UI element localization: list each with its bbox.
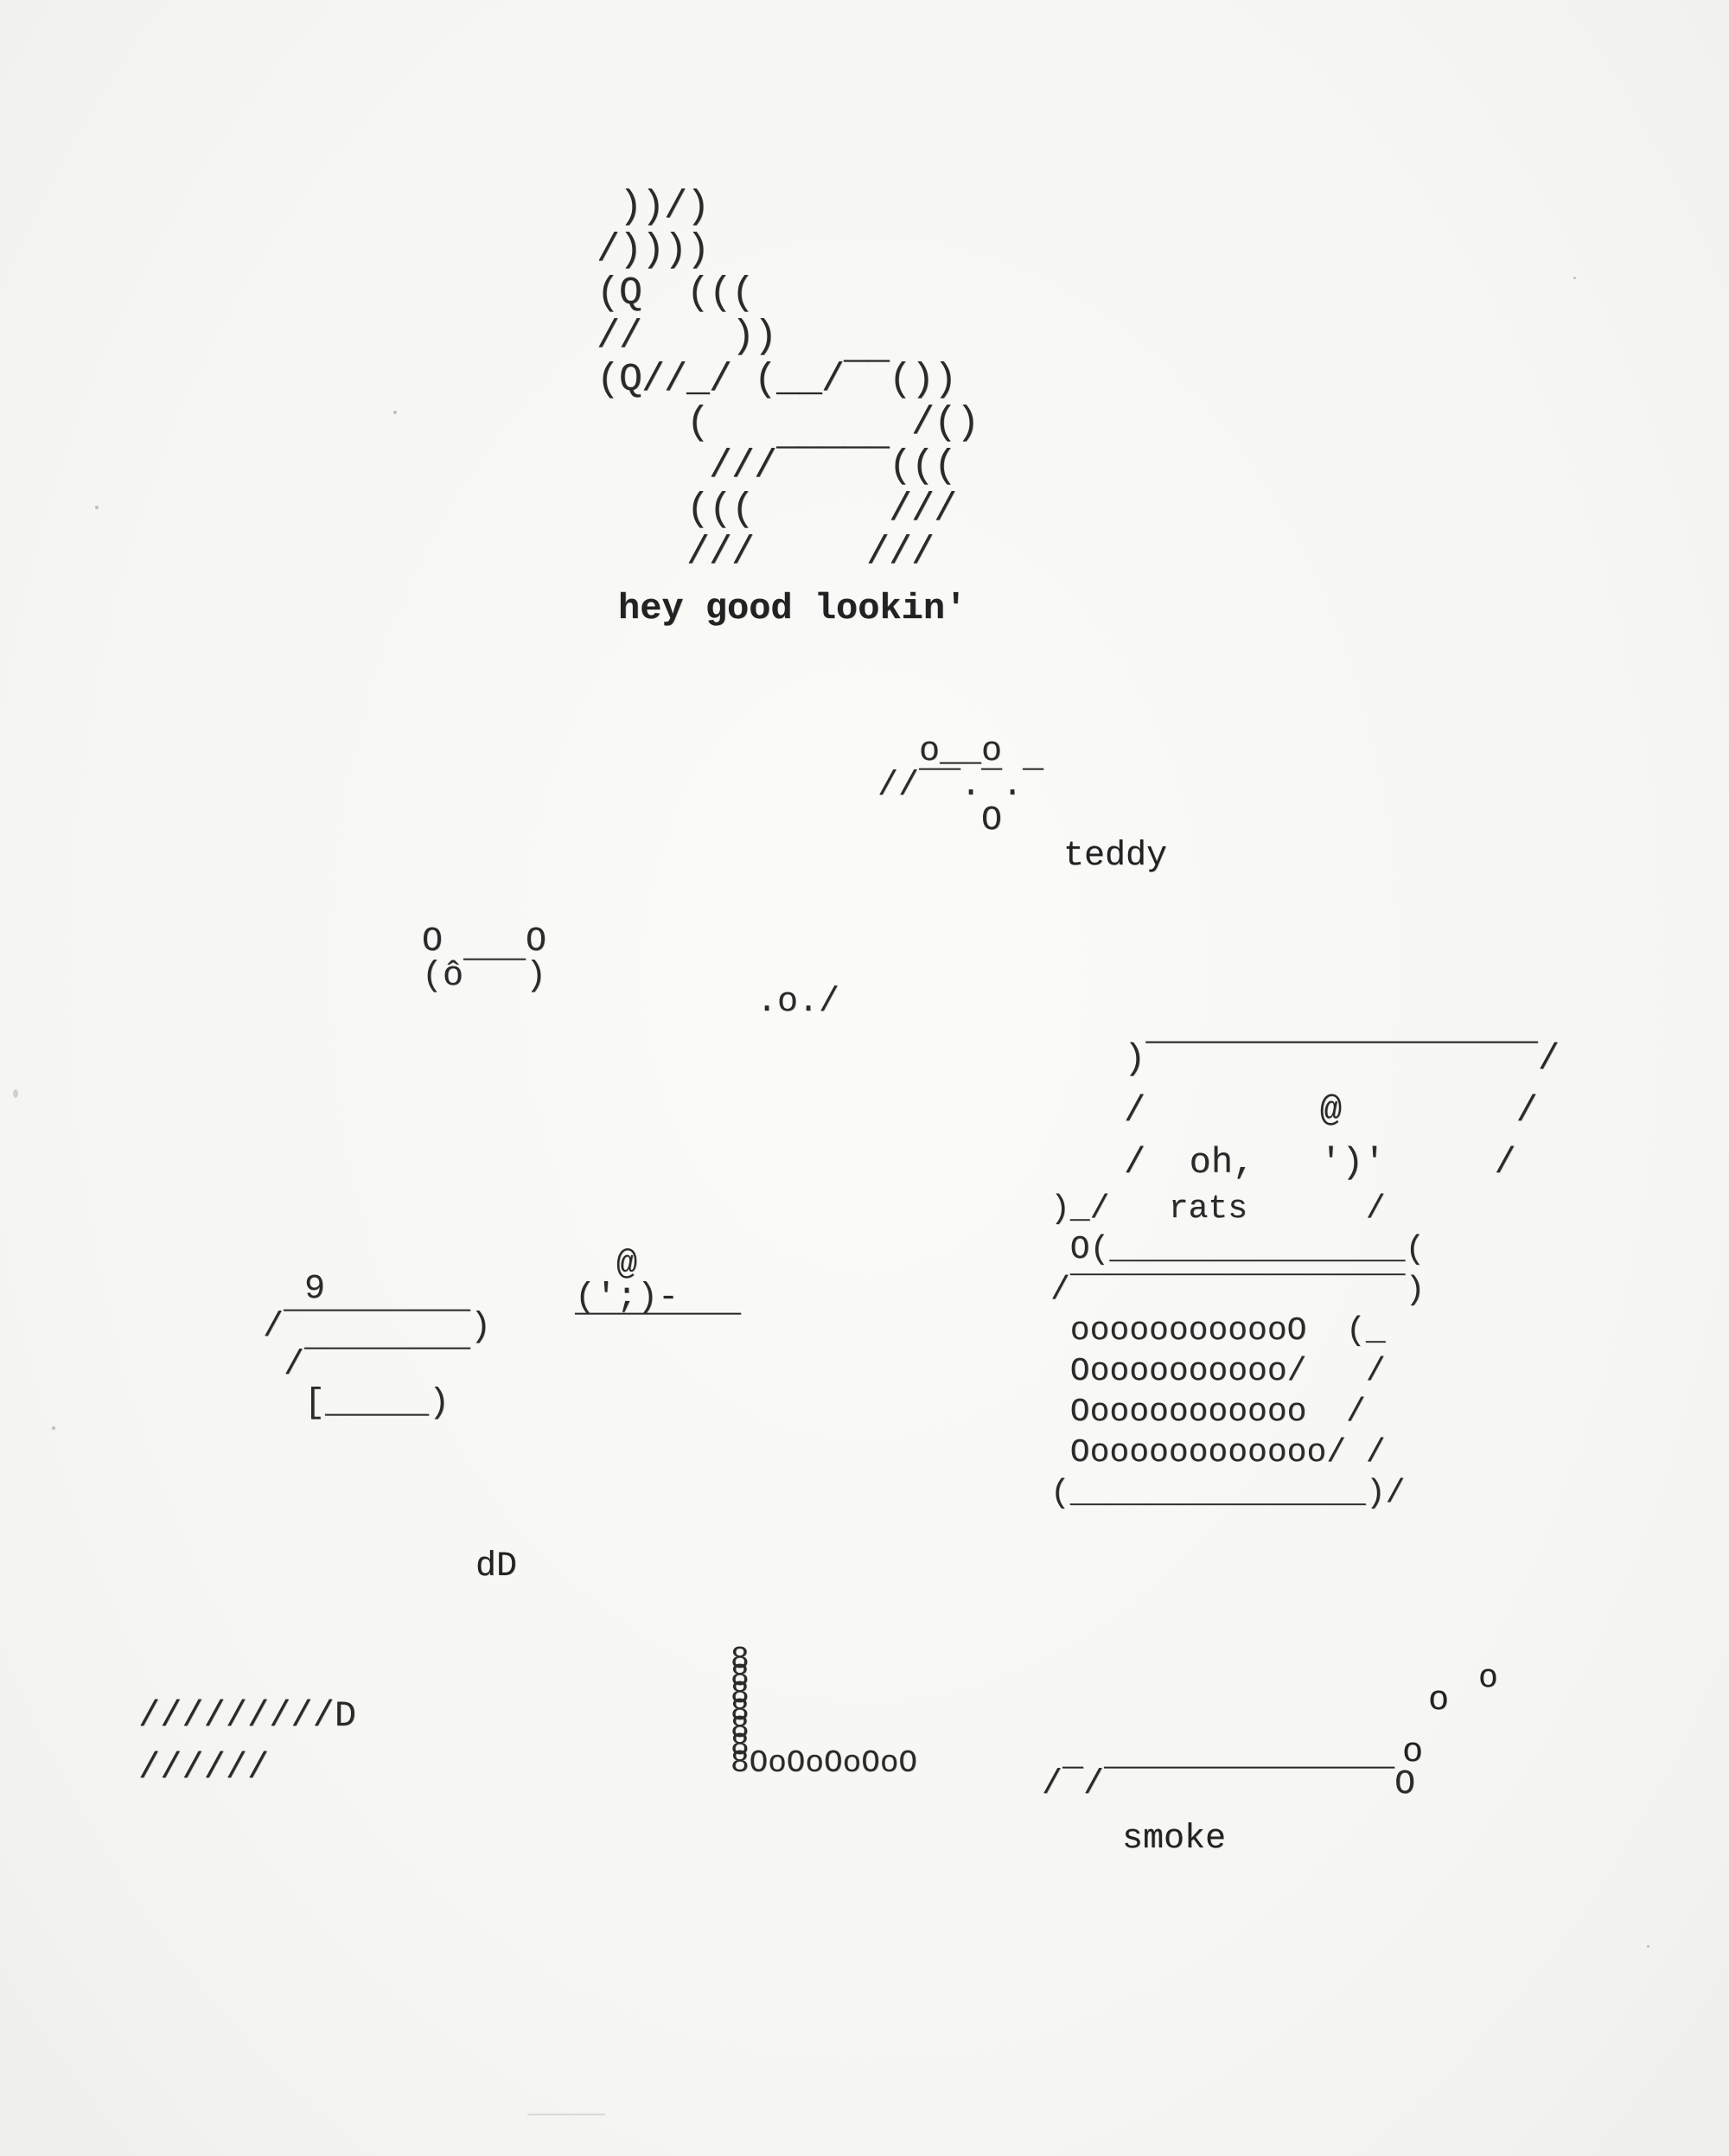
paper-speck (95, 506, 99, 509)
cup-ascii-art: 9 /‾‾‾‾‾‾‾‾‾) /‾‾‾‾‾‾‾‾ [_____) (263, 1270, 492, 1423)
teddy-ascii-art: o__o //‾‾.‾.‾ O (877, 732, 1044, 840)
paper-speck (393, 411, 397, 414)
dd-label: dD (475, 1547, 518, 1586)
typewriter-body-ascii-art: )_/ rats / O(_______________( /‾‾‾‾‾‾‾‾‾… (1050, 1190, 1426, 1512)
paper-speck (13, 1089, 18, 1098)
teddy-caption: teddy (1063, 837, 1168, 876)
small-face-ascii-art: .o./ (756, 983, 840, 1022)
smoke-caption: smoke (1122, 1820, 1227, 1859)
slash-stack-ascii-art: /////////D ////// (138, 1695, 357, 1789)
paper-speck (527, 2114, 605, 2115)
smoke-puff-1: o (1402, 1733, 1424, 1772)
cigarette-ascii-art: /‾/‾‾‾‾‾‾‾‾‾‾‾‾‾‾O (1042, 1765, 1416, 1804)
abacus-ascii-art: 8 8 8 8 8 8 8OoOoOoOoO (731, 1642, 918, 1781)
paper-speck (1647, 1945, 1649, 1948)
paper-speck (1573, 277, 1576, 279)
paper-speck (52, 1426, 55, 1430)
bear-face-ascii-art: O O (ô‾‾‾) (422, 922, 547, 996)
typewriter-top-ascii-art: )‾‾‾‾‾‾‾‾‾‾‾‾‾‾‾‾‾‾/ / @ / / oh, ')' / (1124, 1038, 1560, 1183)
small-figure-ascii-art: @ (';)- ‾‾‾‾‾‾‾‾ (575, 1246, 742, 1350)
smoke-puff-2: o (1428, 1681, 1450, 1720)
horse-ascii-art: ))/) /)))) (Q ((( // )) (Q//_/ (__/‾‾())… (597, 185, 979, 575)
smoke-puff-3: o (1478, 1660, 1498, 1697)
horse-caption: hey good lookin' (618, 588, 967, 629)
